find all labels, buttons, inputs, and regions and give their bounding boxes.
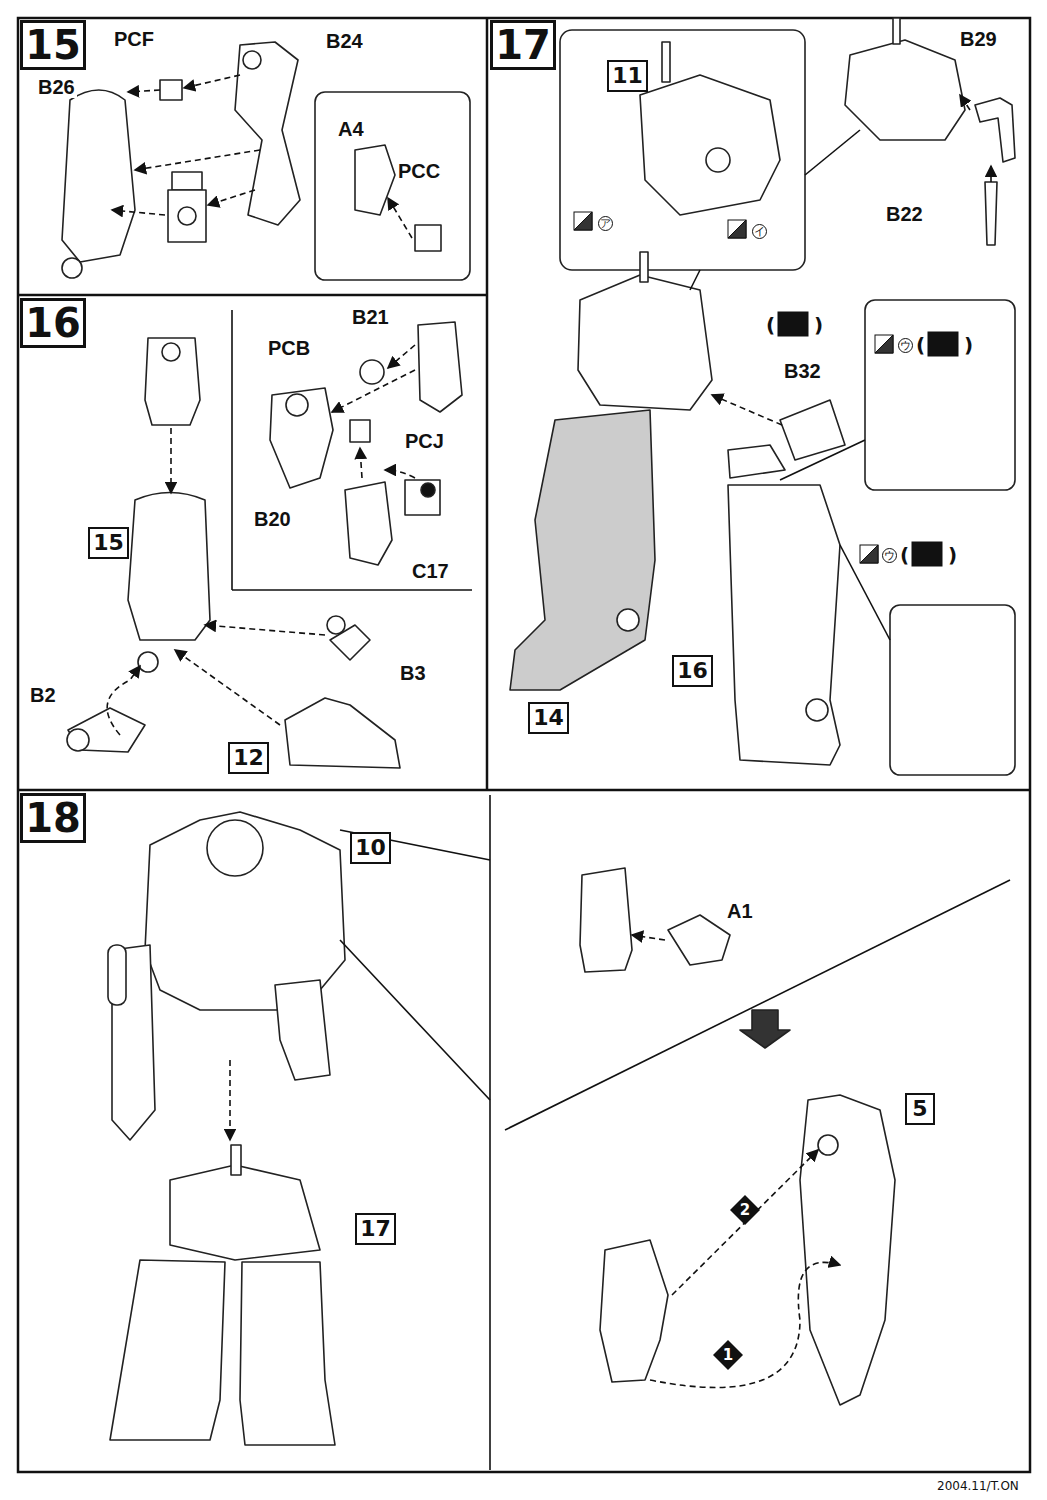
subassembly-ref: 10 (350, 832, 391, 864)
sticker-mark: ウ (882, 548, 897, 563)
box-number: 10 (355, 837, 386, 859)
sticker-mark: ウ (898, 338, 913, 353)
part-number: PCJ (403, 430, 446, 452)
box-number: 11 (612, 65, 643, 87)
subassembly-ref: 11 (607, 60, 648, 92)
part-number: A1 (725, 900, 755, 922)
bracket-text: ) (946, 544, 959, 566)
subassembly-ref: 14 (528, 702, 569, 734)
box-number: 2 (740, 1203, 750, 1218)
part-number: B32 (782, 360, 823, 382)
bracket-text: ) (812, 314, 825, 336)
box-number: 16 (677, 660, 708, 682)
part-number: A4 (336, 118, 366, 140)
box-number: 17 (495, 25, 551, 65)
box-number: 17 (360, 1218, 391, 1240)
bracket-text: ) (962, 334, 975, 356)
box-number: 1 (723, 1348, 733, 1363)
order-diamond: 1 (713, 1340, 743, 1370)
box-number: 15 (25, 25, 81, 65)
part-number: B3 (398, 662, 428, 684)
subassembly-ref: 15 (88, 527, 129, 559)
part-number: B24 (324, 30, 365, 52)
sticker-mark: ア (598, 216, 613, 231)
box-number: 16 (25, 303, 81, 343)
bracket-text: ( (914, 334, 927, 356)
part-number: PCF (112, 28, 156, 50)
part-number: B22 (884, 203, 925, 225)
step-number: 16 (20, 298, 86, 348)
box-number: 12 (233, 747, 264, 769)
box-number: 5 (912, 1098, 927, 1120)
subassembly-ref: 5 (905, 1093, 935, 1125)
part-number: C17 (410, 560, 451, 582)
part-number: B26 (36, 76, 77, 98)
order-diamond: 2 (730, 1195, 760, 1225)
subassembly-ref: 12 (228, 742, 269, 774)
print-code: 2004.11/T.ON (935, 1479, 1021, 1493)
part-number: B2 (28, 684, 58, 706)
box-number: 14 (533, 707, 564, 729)
part-number: B20 (252, 508, 293, 530)
subassembly-ref: 16 (672, 655, 713, 687)
box-number: 15 (93, 532, 124, 554)
step-number: 15 (20, 20, 86, 70)
part-number: PCC (396, 160, 442, 182)
bracket-text: ( (898, 544, 911, 566)
step-number: 18 (20, 793, 86, 843)
sticker-mark: イ (752, 224, 767, 239)
part-number: B21 (350, 306, 391, 328)
step-number: 17 (490, 20, 556, 70)
part-number: B29 (958, 28, 999, 50)
subassembly-ref: 17 (355, 1213, 396, 1245)
part-number: PCB (266, 337, 312, 359)
box-number: 18 (25, 798, 81, 838)
bracket-text: ( (764, 314, 777, 336)
